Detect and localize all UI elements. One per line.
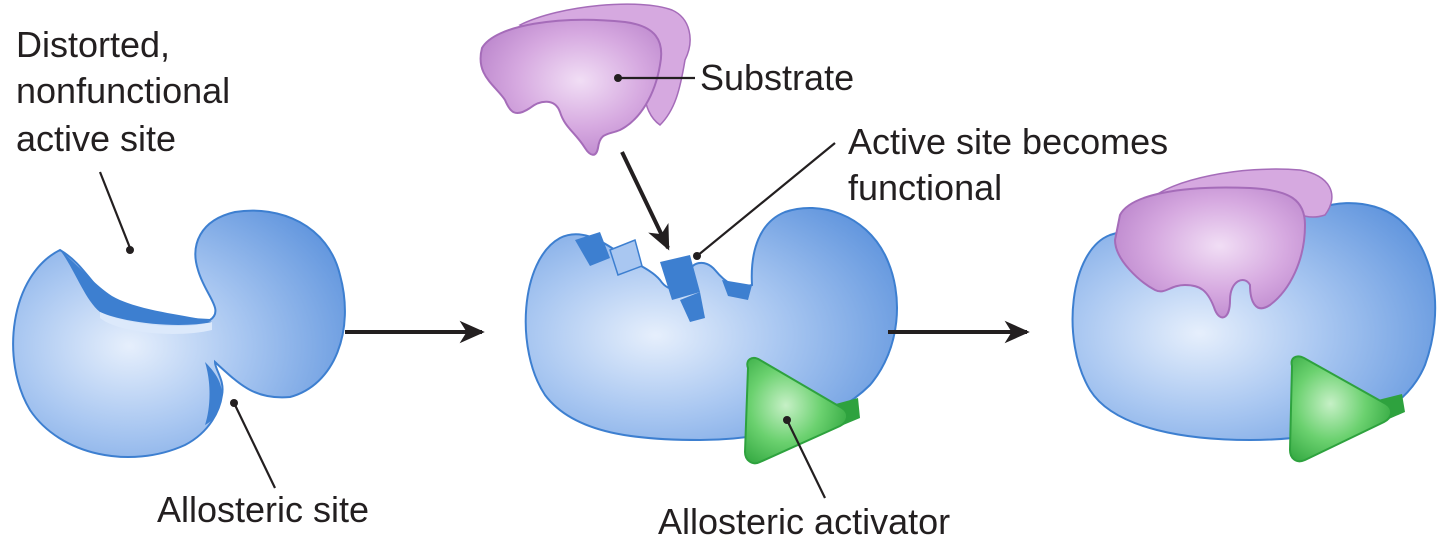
activator-bound-shape bbox=[1288, 355, 1405, 463]
label-distorted-line1: Distorted, bbox=[16, 24, 170, 65]
leader-lines bbox=[98, 74, 836, 499]
label-distorted-line3: active site bbox=[16, 118, 176, 159]
enzyme-active bbox=[524, 207, 898, 442]
label-allosteric-activator: Allosteric activator bbox=[658, 501, 950, 535]
substrate-shape bbox=[479, 3, 691, 156]
label-distorted-line2: nonfunctional bbox=[16, 70, 230, 111]
label-allosteric-site: Allosteric site bbox=[157, 489, 369, 530]
allosteric-activator-shape bbox=[743, 357, 860, 465]
label-active-line2: functional bbox=[848, 167, 1002, 208]
label-substrate: Substrate bbox=[700, 57, 854, 98]
enzyme-inactive bbox=[12, 209, 346, 458]
substrate-bound-shape bbox=[1113, 168, 1333, 319]
label-active-line1: Active site becomes bbox=[848, 121, 1168, 162]
binding-arrow bbox=[620, 151, 670, 251]
